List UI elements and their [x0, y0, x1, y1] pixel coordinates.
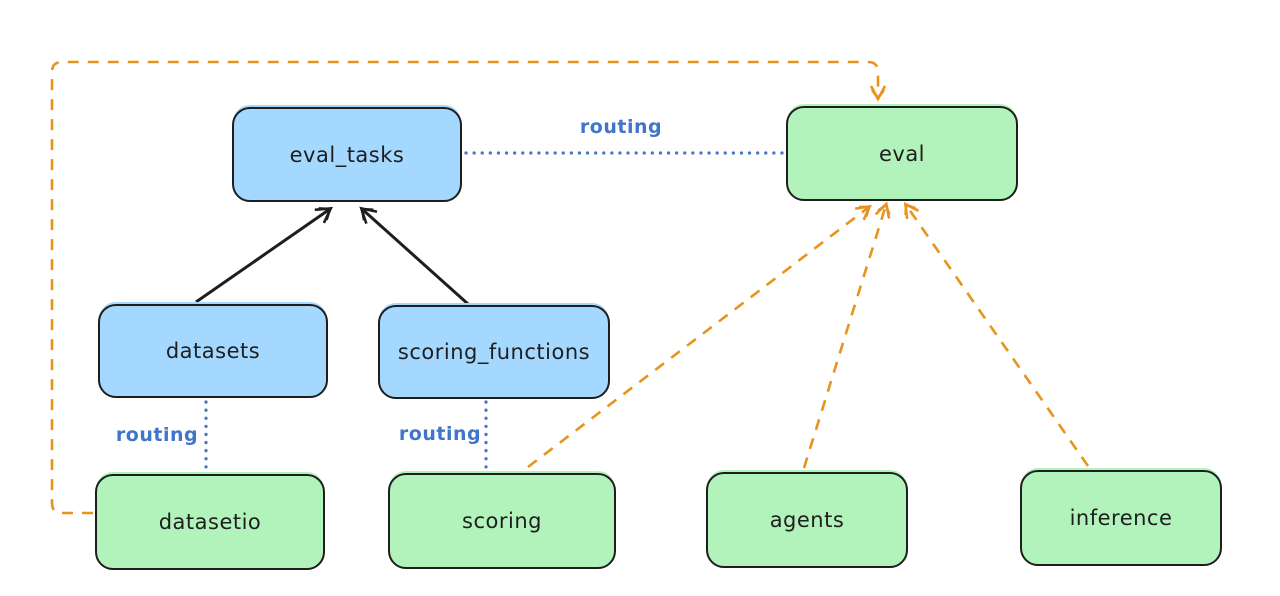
- edge-agents-to-eval: [802, 201, 891, 469]
- edge-inference-to-eval: [903, 201, 1090, 467]
- routing-label-datasets-datasetio: routing: [115, 424, 199, 446]
- node-agents: agents: [706, 472, 908, 568]
- edge-datasetio-to-eval: [50, 60, 887, 515]
- node-eval_tasks: eval_tasks: [232, 107, 462, 202]
- node-datasetio: datasetio: [95, 474, 325, 570]
- node-scoring: scoring: [388, 473, 616, 569]
- routing-label-scoring_functions-scoring: routing: [398, 423, 482, 445]
- node-inference: inference: [1020, 470, 1222, 566]
- routing-label-eval_tasks-eval: routing: [579, 116, 663, 138]
- edge-datasets-to-eval_tasks: [195, 206, 333, 304]
- node-eval: eval: [786, 106, 1018, 201]
- node-datasets: datasets: [98, 304, 328, 398]
- node-scoring_functions: scoring_functions: [378, 305, 610, 399]
- edge-scoring_functions-to-eval_tasks: [359, 206, 470, 306]
